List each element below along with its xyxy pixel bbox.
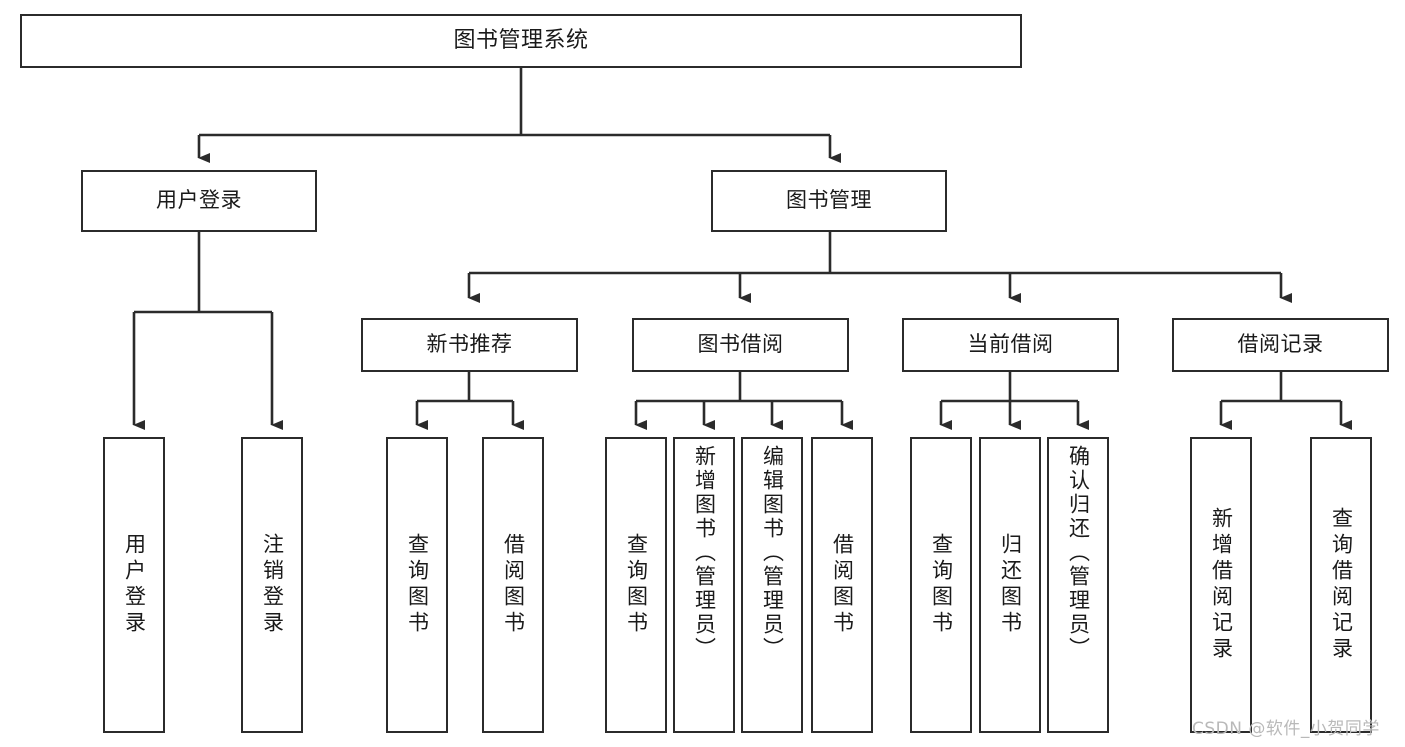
node-borrow-record[interactable]: 借阅记录 [1172, 318, 1389, 372]
node-root-book-management-system[interactable]: 图书管理系统 [20, 14, 1022, 68]
node-leaf-newbook-query-book[interactable]: 查询图书 [386, 437, 448, 733]
node-leaf-bookborrow-add-book[interactable]: 新增图书（管理员） [673, 437, 735, 733]
node-leaf-borrowrecord-add-record-label: 新增借阅记录 [1209, 507, 1234, 663]
node-book-management-label: 图书管理 [786, 188, 872, 213]
node-leaf-borrowrecord-add-record[interactable]: 新增借阅记录 [1190, 437, 1252, 733]
node-leaf-borrowrecord-query-record-label: 查询借阅记录 [1329, 507, 1354, 663]
node-user-login-label: 用户登录 [156, 188, 242, 213]
node-leaf-user-login-label: 用户登录 [122, 533, 147, 637]
node-book-management[interactable]: 图书管理 [711, 170, 947, 232]
node-leaf-currentborrow-confirm-return-label: 确认归还（管理员） [1066, 445, 1091, 661]
node-current-borrow-label: 当前借阅 [967, 332, 1054, 357]
node-borrow-record-label: 借阅记录 [1237, 332, 1324, 357]
node-leaf-logout-label: 注销登录 [260, 533, 285, 637]
node-leaf-borrowrecord-query-record[interactable]: 查询借阅记录 [1310, 437, 1372, 733]
node-leaf-bookborrow-add-book-label: 新增图书（管理员） [692, 445, 717, 661]
node-leaf-bookborrow-edit-book-label: 编辑图书（管理员） [760, 445, 785, 661]
node-leaf-currentborrow-query-book[interactable]: 查询图书 [910, 437, 972, 733]
node-leaf-bookborrow-query-book-label: 查询图书 [624, 533, 649, 637]
node-root-label: 图书管理系统 [453, 27, 589, 53]
node-leaf-currentborrow-return-book[interactable]: 归还图书 [979, 437, 1041, 733]
node-leaf-user-login[interactable]: 用户登录 [103, 437, 165, 733]
node-leaf-currentborrow-query-book-label: 查询图书 [929, 533, 954, 637]
node-new-book-recommend-label: 新书推荐 [426, 332, 513, 357]
node-leaf-bookborrow-borrow-book-label: 借阅图书 [830, 533, 855, 637]
node-leaf-currentborrow-confirm-return[interactable]: 确认归还（管理员） [1047, 437, 1109, 733]
node-new-book-recommend[interactable]: 新书推荐 [361, 318, 578, 372]
node-leaf-bookborrow-edit-book[interactable]: 编辑图书（管理员） [741, 437, 803, 733]
node-leaf-newbook-borrow-book[interactable]: 借阅图书 [482, 437, 544, 733]
node-leaf-bookborrow-borrow-book[interactable]: 借阅图书 [811, 437, 873, 733]
node-book-borrow[interactable]: 图书借阅 [632, 318, 849, 372]
node-leaf-bookborrow-query-book[interactable]: 查询图书 [605, 437, 667, 733]
node-leaf-currentborrow-return-book-label: 归还图书 [998, 533, 1023, 637]
node-leaf-newbook-query-book-label: 查询图书 [405, 533, 430, 637]
node-current-borrow[interactable]: 当前借阅 [902, 318, 1119, 372]
node-user-login[interactable]: 用户登录 [81, 170, 317, 232]
csdn-watermark: CSDN @软件_小贺同学 [1192, 719, 1380, 739]
node-book-borrow-label: 图书借阅 [697, 332, 784, 357]
node-leaf-logout[interactable]: 注销登录 [241, 437, 303, 733]
node-leaf-newbook-borrow-book-label: 借阅图书 [501, 533, 526, 637]
